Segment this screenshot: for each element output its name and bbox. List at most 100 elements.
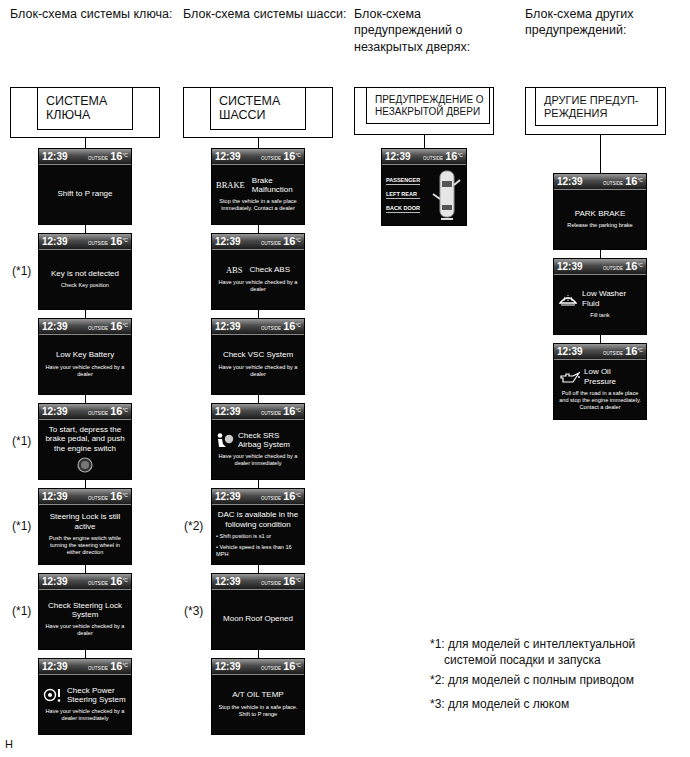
display-screen: 12:39OUTSIDE16°CBRAKEBrake MalfunctionSt… xyxy=(211,148,305,225)
outside-label: OUTSIDE xyxy=(603,181,623,186)
display-screen: 12:39OUTSIDE16°CCheck VSC SystemHave you… xyxy=(211,318,305,395)
temperature-value: 16 xyxy=(625,174,637,189)
header-title: СИСТЕМА КЛЮЧА xyxy=(43,94,127,123)
footnote-ref: (*1) xyxy=(12,519,31,535)
warning-message: • Vehicle speed is less than 16 MPH xyxy=(216,544,300,558)
door-list: PASSENGERLEFT REARBACK DOOR xyxy=(386,177,420,213)
status-bar: 12:39OUTSIDE16°C xyxy=(212,319,304,335)
door-label: LEFT REAR xyxy=(386,191,420,199)
section-header: ДРУГИЕ ПРЕДУП- РЕЖДЕНИЯ xyxy=(525,87,666,135)
warning-title: Check SRS Airbag System xyxy=(238,431,300,449)
warning-title: Check Power Steering System xyxy=(67,686,127,704)
warning-title: Check ABS xyxy=(250,265,290,274)
section-header: СИСТЕМА КЛЮЧА xyxy=(10,87,160,138)
display-screen: 12:39OUTSIDE16°CKey is not detectedCheck… xyxy=(38,233,132,310)
temperature-value: 16 xyxy=(110,489,122,504)
outside-label: OUTSIDE xyxy=(261,666,281,671)
footnote-text: *3: для моделей с люком xyxy=(430,697,684,713)
screen-body: Shift to P range xyxy=(39,165,131,224)
screen-body: A/T OIL TEMPStop the vehicle in a safe p… xyxy=(212,675,304,734)
display-screen: 12:39OUTSIDE16°CA/T OIL TEMPStop the veh… xyxy=(211,658,305,735)
display-screen: 12:39OUTSIDE16°CMoon Roof Opened xyxy=(211,573,305,650)
connector-line xyxy=(85,395,86,403)
warning-title: Moon Roof Opened xyxy=(223,614,293,623)
screen-body: Low Key BatteryHave your vehicle checked… xyxy=(39,335,131,394)
clock-text: 12:39 xyxy=(42,319,68,334)
temperature-value: 16 xyxy=(625,259,637,274)
warning-message: Have your vehicle checked by a dealer xyxy=(216,279,300,293)
display-screen: 12:39OUTSIDE16°CDAC is available in the … xyxy=(211,488,305,565)
connector-line xyxy=(600,135,601,173)
warning-message: Push the engine switch while turning the… xyxy=(43,535,127,556)
footnote-ref: (*1) xyxy=(12,604,31,620)
display-screen: 12:39OUTSIDE16°CLow Washer FluidFill tan… xyxy=(553,258,647,335)
connector-line xyxy=(258,225,259,233)
temperature-unit: °C xyxy=(122,237,128,243)
temperature-value: 16 xyxy=(283,404,295,419)
outside-label: OUTSIDE xyxy=(88,326,108,331)
display-screen: 12:39OUTSIDE16°CTo start, depress the br… xyxy=(38,403,132,480)
temperature-value: 16 xyxy=(625,344,637,359)
warning-message: Stop the vehicle in a safe place. Shift … xyxy=(216,704,300,718)
warning-message: Check Key position xyxy=(61,282,109,289)
warning-message: Release the parking brake xyxy=(567,222,632,229)
title-row: Check Power Steering System xyxy=(43,686,127,704)
door-label: PASSENGER xyxy=(386,177,420,185)
connector-line xyxy=(258,565,259,573)
system-tag: ABS xyxy=(226,265,243,275)
footnote-text: *1: для моделей с интеллектуальной систе… xyxy=(430,637,684,668)
temperature-unit: °C xyxy=(122,492,128,498)
display-screen: 12:39OUTSIDE16°CShift to P range xyxy=(38,148,132,225)
connector-line xyxy=(258,138,259,148)
warning-message: Have your vehicle checked by a dealer im… xyxy=(216,453,300,467)
warning-title: Low Washer Fluid xyxy=(582,289,642,307)
header-panel: ДРУГИЕ ПРЕДУП- РЕЖДЕНИЯ xyxy=(535,87,658,126)
warning-message: Have your vehicle checked by a dealer xyxy=(43,623,127,637)
warning-message: Stop the vehicle in a safe place immedia… xyxy=(216,198,300,212)
connector-line xyxy=(85,138,86,148)
connector-line xyxy=(258,480,259,488)
screen-body: BRAKEBrake MalfunctionStop the vehicle i… xyxy=(212,165,304,224)
title-row: BRAKEBrake Malfunction xyxy=(216,176,300,194)
section-header: ПРЕДУПРЕЖДЕНИЕ О НЕЗАКРЫТОЙ ДВЕРИ xyxy=(354,87,494,135)
outside-label: OUTSIDE xyxy=(88,496,108,501)
clock-text: 12:39 xyxy=(215,149,241,164)
connector-line xyxy=(85,565,86,573)
clock-text: 12:39 xyxy=(557,174,583,189)
outside-label: OUTSIDE xyxy=(261,326,281,331)
column-heading: Блок-схема других предупреждений: xyxy=(525,6,685,39)
temperature-value: 16 xyxy=(110,659,122,674)
connector-line xyxy=(258,310,259,318)
column-heading: Блок-схема предупреждений о незакрытых д… xyxy=(354,6,519,55)
oil-icon xyxy=(558,370,580,384)
footnote-ref: (*1) xyxy=(12,264,31,280)
clock-text: 12:39 xyxy=(42,489,68,504)
temperature-unit: °C xyxy=(122,662,128,668)
header-title: СИСТЕМА ШАССИ xyxy=(216,94,300,123)
screen-body: Key is not detectedCheck Key position xyxy=(39,250,131,309)
screen-body: Low Oil PressurePull off the road in a s… xyxy=(554,360,646,419)
clock-text: 12:39 xyxy=(557,259,583,274)
screen-body: Check SRS Airbag SystemHave your vehicle… xyxy=(212,420,304,479)
screen-body: Low Washer FluidFill tank xyxy=(554,275,646,334)
temperature-unit: °C xyxy=(637,347,643,353)
status-bar: 12:39OUTSIDE16°C xyxy=(39,404,131,420)
clock-text: 12:39 xyxy=(42,404,68,419)
figure-code: H xyxy=(5,737,13,751)
clock-text: 12:39 xyxy=(557,344,583,359)
clock-text: 12:39 xyxy=(385,149,411,164)
header-panel: ПРЕДУПРЕЖДЕНИЕ О НЕЗАКРЫТОЙ ДВЕРИ xyxy=(366,87,490,124)
footnote-ref: (*2) xyxy=(184,519,203,535)
temperature-unit: °C xyxy=(122,322,128,328)
header-title: ДРУГИЕ ПРЕДУП- РЕЖДЕНИЯ xyxy=(541,94,652,119)
clock-text: 12:39 xyxy=(215,404,241,419)
connector-line xyxy=(424,135,425,148)
status-bar: 12:39OUTSIDE16°C xyxy=(212,404,304,420)
display-screen: 12:39 OUTSIDE16°C Steering Lock is still a… xyxy=(38,488,132,565)
warning-message: Have your vehicle checked by a dealer im… xyxy=(43,708,127,722)
temperature-value: 16 xyxy=(283,574,295,589)
outside-label: OUTSIDE xyxy=(88,241,108,246)
display-screen: 12:39OUTSIDE16°CLow Oil PressurePull off… xyxy=(553,343,647,420)
temperature-value: 16 xyxy=(110,234,122,249)
screen-body: Steering Lock is still activePush the en… xyxy=(39,505,131,564)
